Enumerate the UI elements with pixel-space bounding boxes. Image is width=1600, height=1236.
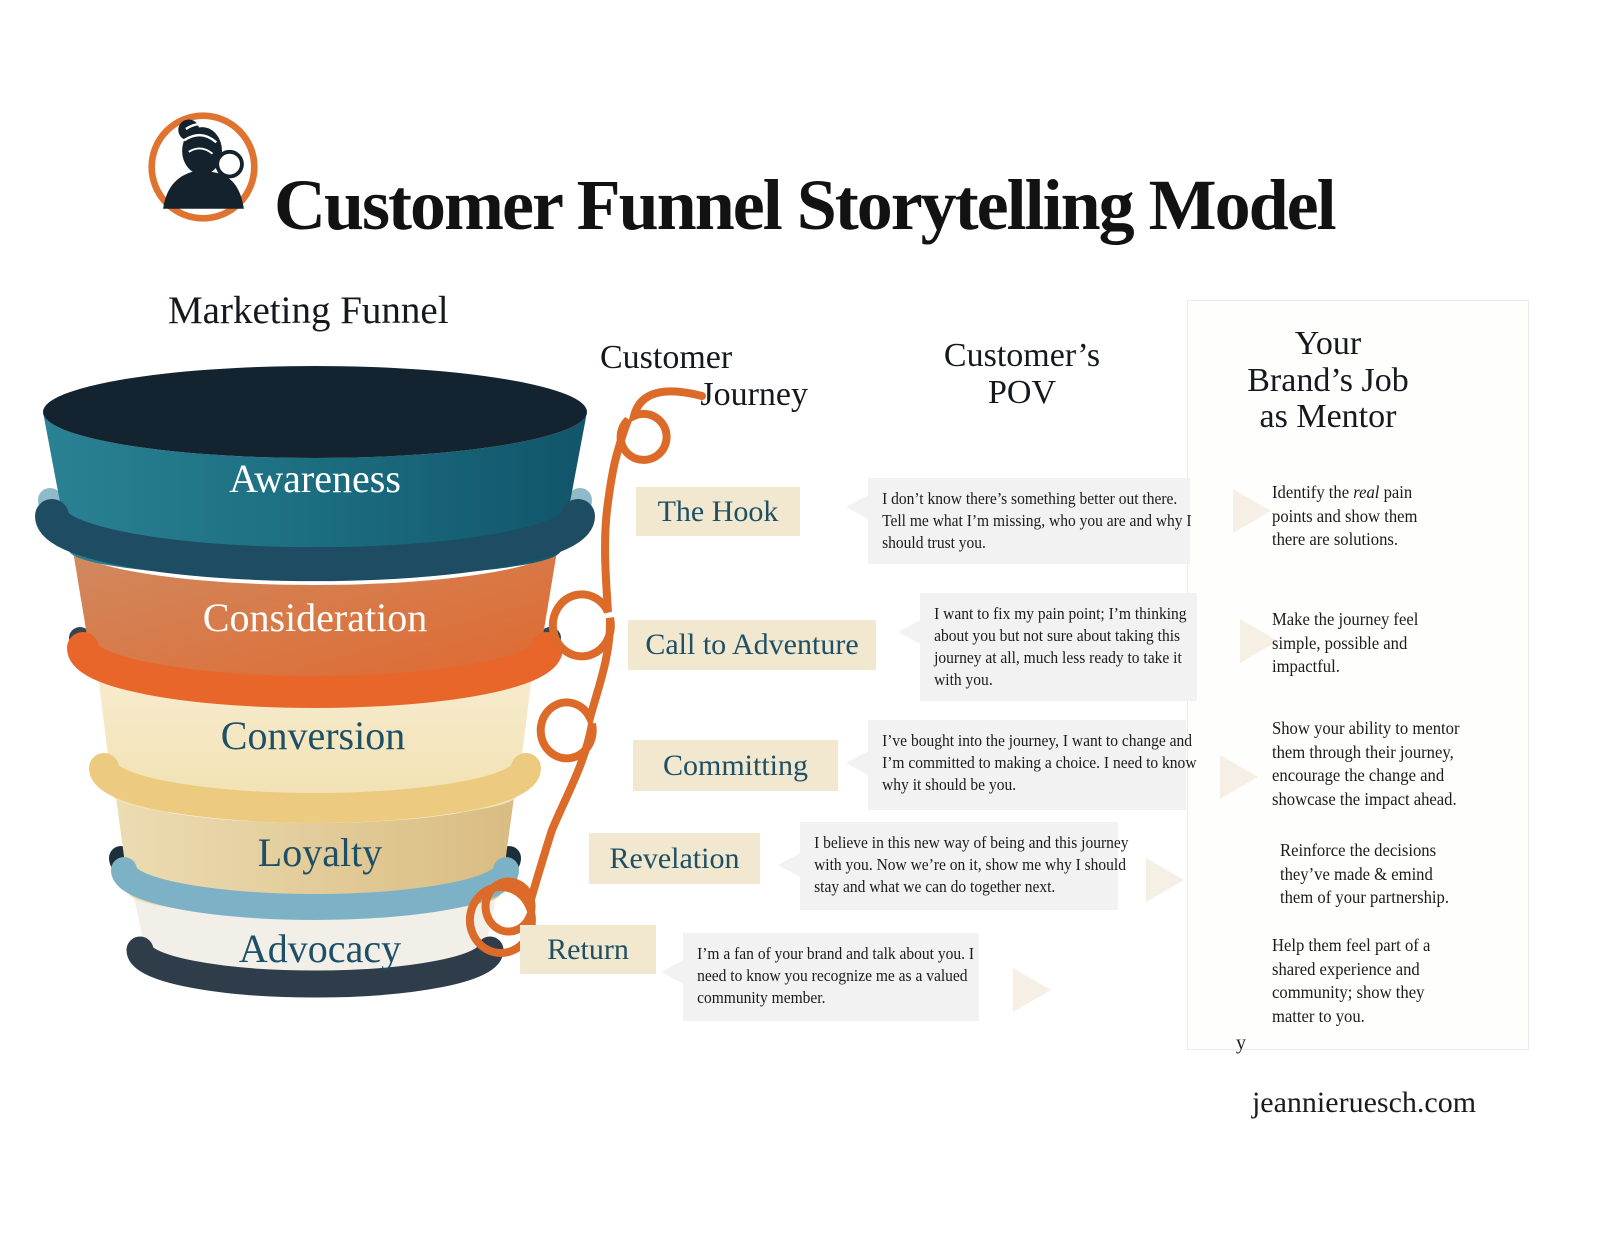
brand-job-text-1: Identify the real pain points and show t… xyxy=(1272,481,1447,552)
stage-label-awareness: Awareness xyxy=(229,456,401,501)
mentor-panel xyxy=(1187,300,1529,1050)
brand-job-text-2: Make the journey feel simple, possible a… xyxy=(1272,608,1453,679)
pov-text: I’m a fan of your brand and talk about y… xyxy=(697,944,975,1008)
pov-bubble-2: I want to fix my pain point; I’m thinkin… xyxy=(898,593,1197,702)
pov-text: I believe in this new way of being and t… xyxy=(814,833,1129,897)
brand-job-text-3: Show your ability to mentor them through… xyxy=(1272,717,1464,812)
journey-step-label: Return xyxy=(547,932,629,966)
brand-heading-line3: as Mentor xyxy=(1259,398,1397,436)
bubble-tail-icon xyxy=(661,959,685,985)
funnel-rim-consideration xyxy=(67,632,563,708)
funnel-rim-loyalty-back xyxy=(109,846,521,906)
brand-heading-line2: Brand’s Job xyxy=(1247,361,1409,399)
stage-label-advocacy: Advocacy xyxy=(239,926,401,971)
brand-job-text-5: Help them feel part of a shared experien… xyxy=(1272,934,1458,1029)
woman-silhouette-icon xyxy=(163,119,244,209)
bubble-tail-icon xyxy=(778,852,802,878)
journey-heading-line1: Customer xyxy=(600,339,733,376)
journey-step-label: Committing xyxy=(662,748,809,782)
bubble-tail-icon xyxy=(846,494,870,520)
brand-text-pre: Show your ability to mentor them through… xyxy=(1272,718,1460,809)
brand-text-pre: Make the journey feel simple, possible a… xyxy=(1272,609,1419,677)
pov-bubble-3: I’ve bought into the journey, I want to … xyxy=(846,720,1197,810)
brand-logo xyxy=(148,112,258,222)
brand-column-heading: Your Brand’s Job as Mentor xyxy=(1222,325,1434,436)
brand-job-text-4: Reinforce the decisions they’ve made & e… xyxy=(1280,839,1453,910)
website-link: jeannieruesch.com xyxy=(1251,1086,1477,1119)
panel-artifact-text: y xyxy=(1236,1032,1246,1054)
funnel-heading: Marketing Funnel xyxy=(168,289,449,332)
funnel-opening xyxy=(43,366,587,458)
brand-text-em: real xyxy=(1353,482,1380,502)
brand-text-post: pain points and show them there are solu… xyxy=(1272,482,1418,550)
funnel-rim-loyalty xyxy=(111,857,519,920)
arrow-right-icon xyxy=(1146,858,1184,902)
journey-step-label: Call to Adventure xyxy=(645,628,859,661)
bubble-tail-icon xyxy=(846,750,870,776)
journey-step-label: Revelation xyxy=(609,841,740,875)
stage-label-loyalty: Loyalty xyxy=(258,830,382,875)
stage-label-conversion: Conversion xyxy=(221,713,405,758)
pov-heading-line1: Customer’s xyxy=(943,337,1101,374)
arrow-right-icon xyxy=(1240,619,1278,663)
funnel-stage-awareness-body xyxy=(43,412,587,578)
funnel-rim-consideration-back xyxy=(69,627,561,691)
pov-bubble-4: I believe in this new way of being and t… xyxy=(778,822,1129,910)
funnel-rim-awareness xyxy=(35,499,595,582)
brand-text-pre: Help them feel part of a shared experien… xyxy=(1272,935,1431,1026)
pov-text: I don’t know there’s something better ou… xyxy=(882,489,1192,553)
arrow-right-icon xyxy=(1013,968,1051,1012)
journey-column-heading: Customer Journey xyxy=(600,339,808,413)
pov-bubble-5: I’m a fan of your brand and talk about y… xyxy=(661,933,979,1021)
funnel-rim-awareness-back xyxy=(38,488,592,559)
funnel-stage-conversion-body xyxy=(97,668,533,820)
journey-step-committing: Committing xyxy=(633,740,838,791)
arrow-right-icon xyxy=(1233,489,1271,533)
brand-heading-line1: Your xyxy=(1294,325,1362,362)
bubble-tail-icon xyxy=(898,619,922,645)
pov-text: I’ve bought into the journey, I want to … xyxy=(882,731,1197,795)
brand-text-pre: Reinforce the decisions they’ve made & e… xyxy=(1280,840,1449,908)
funnel-stage-advocacy-body xyxy=(132,888,498,989)
arrow-right-icon xyxy=(1220,755,1258,799)
journey-step-return: Return xyxy=(520,925,656,974)
pov-heading-line2: POV xyxy=(987,373,1057,411)
journey-heading-line2: Journey xyxy=(700,375,808,413)
funnel-stage-loyalty-body xyxy=(115,790,515,916)
brand-text-pre: Identify the xyxy=(1272,482,1354,502)
journey-step-the-hook: The Hook xyxy=(636,487,800,536)
stage-label-consideration: Consideration xyxy=(203,595,427,640)
funnel-stage-consideration-body xyxy=(72,545,558,699)
funnel-rim-advocacy xyxy=(126,936,504,998)
journey-step-revelation: Revelation xyxy=(589,833,760,884)
pov-bubble-1: I don’t know there’s something better ou… xyxy=(846,478,1192,565)
pov-column-heading: Customer’s POV xyxy=(912,337,1132,411)
journey-step-label: The Hook xyxy=(657,494,779,528)
journey-step-call-to-adventure: Call to Adventure xyxy=(628,620,876,670)
funnel-rim-conversion xyxy=(89,753,541,823)
pov-text: I want to fix my pain point; I’m thinkin… xyxy=(934,604,1187,690)
page-title: Customer Funnel Storytelling Model xyxy=(274,165,1337,246)
magnifying-glass-icon xyxy=(207,149,244,191)
